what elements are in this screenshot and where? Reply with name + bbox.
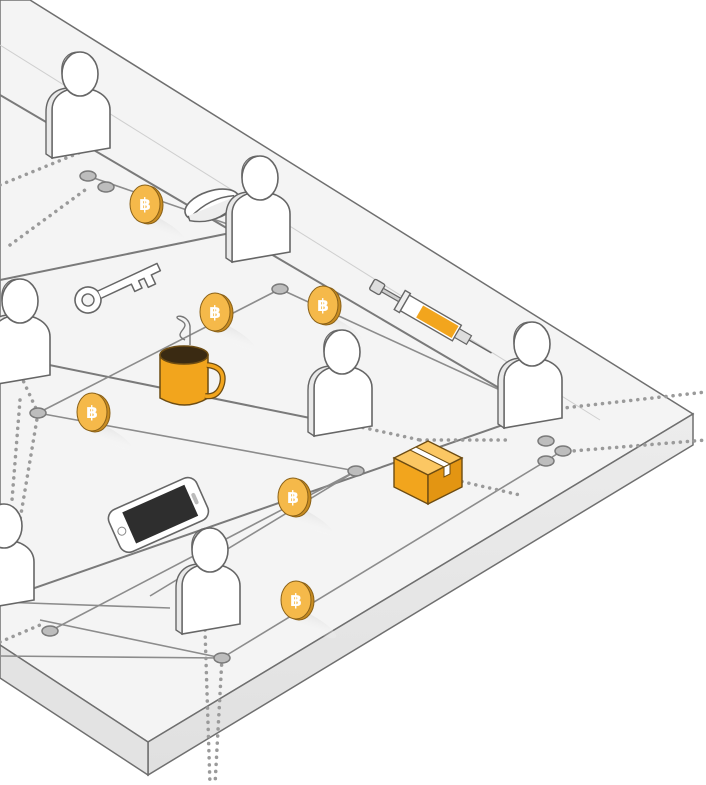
bitcoin-symbol: ฿ [209,303,221,323]
bitcoin-symbol: ฿ [317,296,329,316]
hub-node [555,446,571,456]
bitcoin-symbol: ฿ [287,488,299,508]
hub-node [538,436,554,446]
hub-node [30,408,46,418]
hub-node [42,626,58,636]
hub-node [80,171,96,181]
bitcoin-symbol: ฿ [290,591,302,611]
hub-node [348,466,364,476]
hub-node [272,284,288,294]
hub-node [98,182,114,192]
hub-node [538,456,554,466]
bitcoin-symbol: ฿ [86,403,98,423]
hub-node [214,653,230,663]
bitcoin-symbol: ฿ [139,195,151,215]
